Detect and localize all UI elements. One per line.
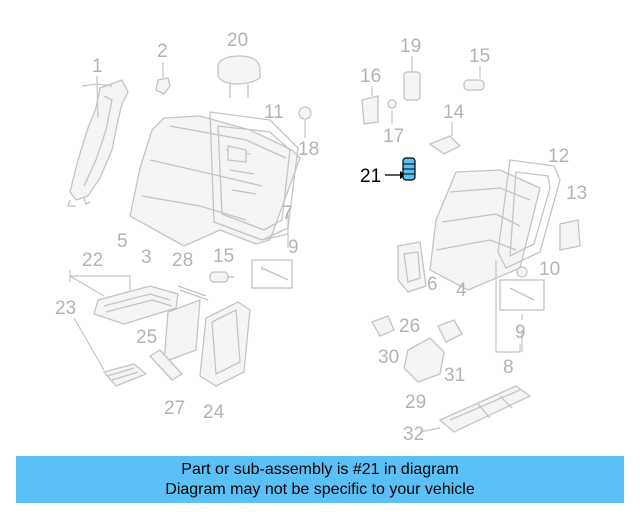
callout-8: 8 bbox=[503, 357, 514, 378]
part-14-latch bbox=[428, 122, 462, 155]
callout-30: 30 bbox=[378, 347, 399, 368]
part-25-panel bbox=[163, 299, 201, 363]
callout-12: 12 bbox=[548, 146, 569, 167]
part-13-clip bbox=[559, 219, 581, 251]
callout-20: 20 bbox=[227, 30, 248, 51]
callout-labels: 1 2 3 4 5 6 7 8 9 9 10 11 12 13 14 15 15… bbox=[55, 30, 587, 445]
part-15-right-pin bbox=[463, 66, 485, 91]
callout-24: 24 bbox=[203, 402, 225, 423]
banner-line-1: Part or sub-assembly is #21 in diagram bbox=[181, 461, 459, 478]
part-21-highlighted-bolt bbox=[385, 157, 416, 181]
callout-5: 5 bbox=[117, 231, 128, 252]
callout-31: 31 bbox=[444, 365, 465, 386]
part-24-frame bbox=[199, 301, 251, 387]
callout-14: 14 bbox=[443, 102, 465, 123]
callout-26: 26 bbox=[399, 316, 420, 337]
part-28-strip bbox=[177, 285, 209, 301]
front-seatback bbox=[429, 159, 561, 291]
callout-7: 7 bbox=[282, 203, 293, 224]
callout-1: 1 bbox=[92, 56, 103, 77]
callout-10: 10 bbox=[539, 259, 560, 280]
callout-25: 25 bbox=[136, 327, 157, 348]
callout-28: 28 bbox=[172, 250, 193, 271]
part-18-cap bbox=[298, 106, 312, 138]
callout-32: 32 bbox=[403, 424, 424, 445]
callout-16: 16 bbox=[360, 66, 381, 87]
part-26-bracket bbox=[397, 241, 427, 293]
part-32-rail bbox=[419, 385, 532, 433]
part-27-strip bbox=[148, 349, 184, 381]
callout-23: 23 bbox=[55, 298, 76, 319]
callout-2: 2 bbox=[157, 41, 168, 62]
callout-18: 18 bbox=[298, 139, 319, 160]
callout-9-left: 9 bbox=[288, 237, 299, 258]
callout-11: 11 bbox=[264, 102, 284, 123]
callout-9-right: 9 bbox=[515, 322, 526, 343]
part-20-headrest bbox=[217, 55, 261, 98]
callout-15-left: 15 bbox=[213, 246, 234, 267]
part-10-clip bbox=[516, 266, 528, 278]
callout-4: 4 bbox=[456, 280, 467, 301]
part-22-cushion bbox=[69, 270, 179, 325]
part-23-tray bbox=[73, 317, 148, 387]
part-30-clip bbox=[371, 315, 395, 337]
parts-diagram: 1 2 3 4 5 6 7 8 9 9 10 11 12 13 14 15 15… bbox=[55, 30, 587, 445]
part-19-handle bbox=[403, 56, 421, 101]
part-2-clip bbox=[155, 62, 171, 95]
callout-22: 22 bbox=[82, 250, 103, 271]
callout-3: 3 bbox=[141, 247, 152, 268]
callout-19: 19 bbox=[400, 36, 421, 57]
callout-15-right: 15 bbox=[469, 46, 490, 67]
part-31-clip bbox=[437, 319, 463, 343]
callout-17: 17 bbox=[383, 126, 404, 147]
part-16-bracket bbox=[361, 86, 379, 125]
banner-line-2: Diagram may not be specific to your vehi… bbox=[165, 481, 475, 498]
part-15-left-pin bbox=[209, 271, 234, 283]
callout-21: 21 bbox=[360, 166, 381, 187]
info-banner: Part or sub-assembly is #21 in diagram D… bbox=[16, 456, 624, 503]
part-29-mechanism bbox=[403, 337, 445, 383]
callout-27: 27 bbox=[164, 398, 185, 419]
part-9-left-bolt bbox=[251, 212, 293, 289]
callout-6: 6 bbox=[427, 274, 438, 295]
callout-29: 29 bbox=[405, 392, 426, 413]
part-17-bolt bbox=[387, 99, 397, 124]
part-1-side-trim bbox=[67, 76, 129, 207]
rear-seatback bbox=[129, 111, 301, 247]
part-9-right-bolt bbox=[495, 260, 545, 353]
callout-13: 13 bbox=[566, 183, 587, 204]
